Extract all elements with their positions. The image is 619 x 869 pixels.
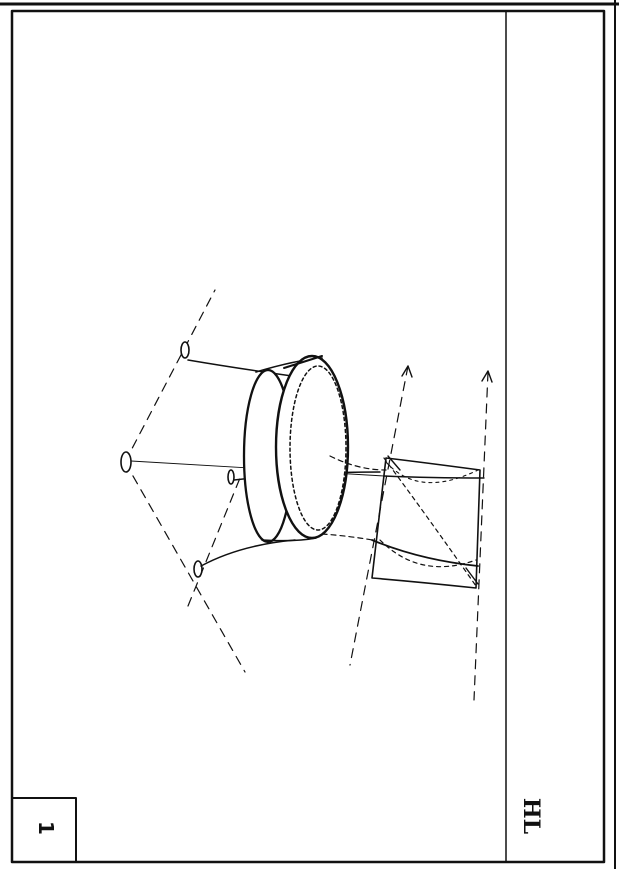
disc-rim-outer <box>274 354 350 540</box>
disc-object <box>242 354 350 544</box>
sheet-number: 1 <box>34 821 58 835</box>
arrow-heads <box>401 365 493 383</box>
disc-rim-inner <box>289 365 347 531</box>
projected-shadow <box>371 455 485 589</box>
shadow-rays <box>321 455 387 541</box>
sheet-initials: HL <box>518 797 544 835</box>
light-point-markers <box>120 341 235 578</box>
sheet-number-box <box>11 797 77 863</box>
